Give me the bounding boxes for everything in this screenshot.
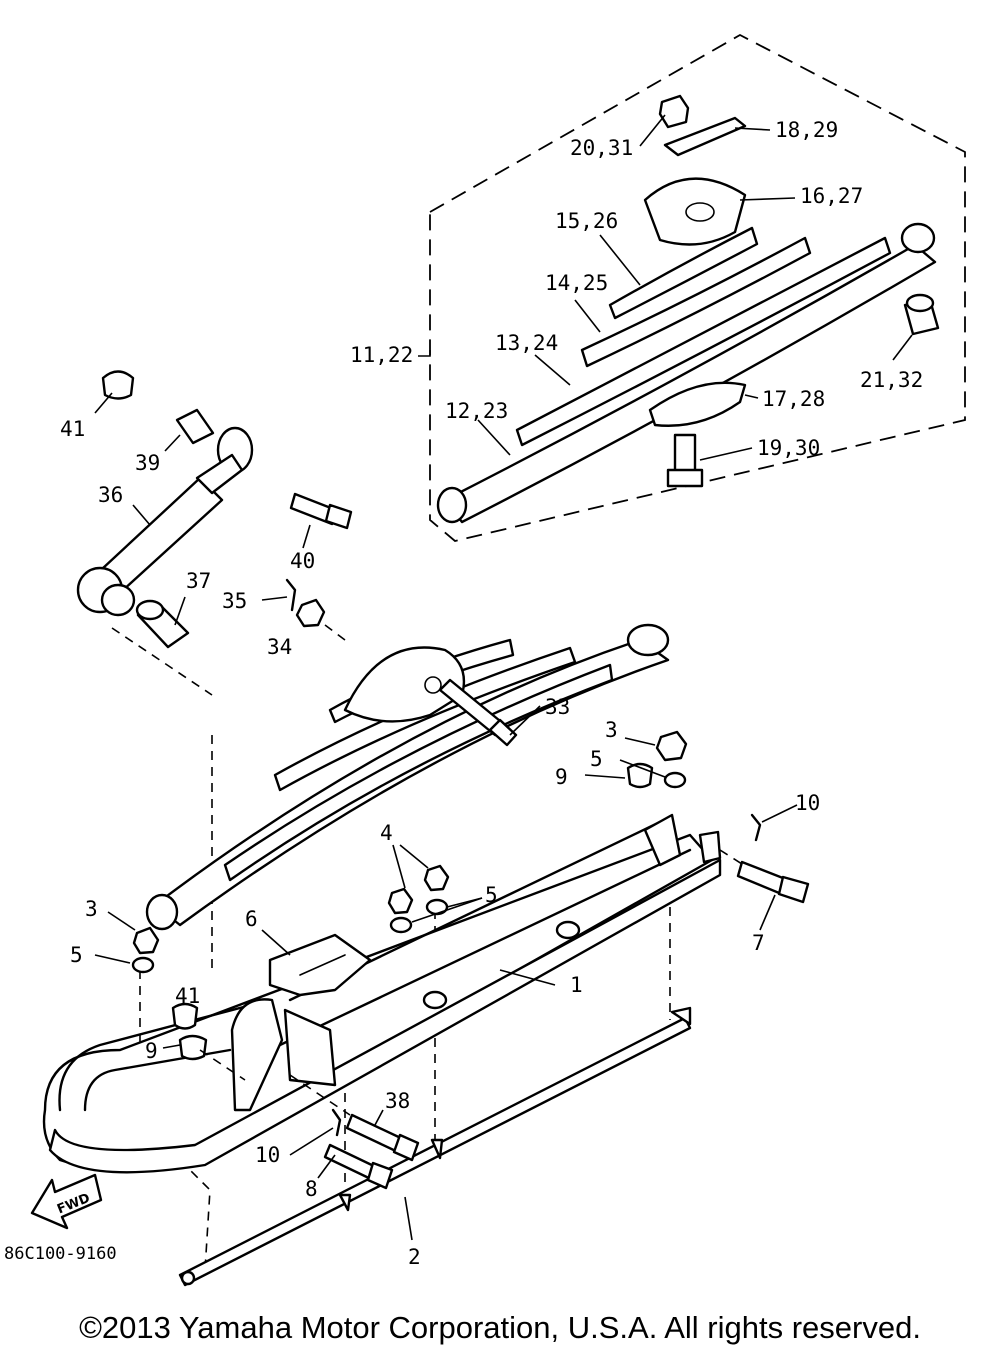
callout-10-right: 10 (795, 791, 820, 815)
callout-labels: 41 39 36 40 37 35 34 33 20,31 18,29 16,2… (4, 118, 923, 1269)
callout-40: 40 (290, 549, 315, 573)
callout-18-29: 18,29 (775, 118, 838, 142)
callout-41-left: 41 (175, 984, 200, 1008)
callout-19-30: 19,30 (757, 436, 820, 460)
ski-assembly-diagram: FWD (4, 33, 966, 1287)
callout-3-right: 3 (605, 718, 618, 742)
mounted-leaf-spring (145, 623, 670, 931)
callout-5-right: 5 (590, 747, 603, 771)
callout-13-24: 13,24 (495, 331, 558, 355)
callout-5-left: 5 (70, 943, 83, 967)
callout-12-23: 12,23 (445, 399, 508, 423)
copyright-notice: ©2013 Yamaha Motor Corporation, U.S.A. A… (79, 1310, 921, 1345)
callout-36: 36 (98, 483, 123, 507)
callout-3-left: 3 (85, 897, 98, 921)
callout-11-22: 11,22 (350, 343, 413, 367)
ski-body (42, 813, 722, 1271)
callout-15-26: 15,26 (555, 209, 618, 233)
callout-1: 1 (570, 973, 583, 997)
drawing-code: 86C100-9160 (4, 1244, 117, 1264)
leaf-spring-detail-box (429, 33, 966, 542)
shock-absorber-group (76, 370, 353, 975)
callout-35: 35 (222, 589, 247, 613)
callout-41: 41 (60, 417, 85, 441)
callout-4: 4 (380, 821, 393, 845)
callout-37: 37 (186, 569, 211, 593)
callout-9-right: 9 (555, 765, 568, 789)
callout-20-31: 20,31 (570, 136, 633, 160)
callout-21-32: 21,32 (860, 368, 923, 392)
callout-9-left: 9 (145, 1039, 158, 1063)
callout-14-25: 14,25 (545, 271, 608, 295)
callout-34: 34 (267, 635, 292, 659)
callout-17-28: 17,28 (762, 387, 825, 411)
leader-lines (94, 114, 913, 1241)
leaf-spring-stack-detail (436, 94, 940, 524)
callout-2: 2 (408, 1245, 421, 1269)
callout-33: 33 (545, 695, 570, 719)
callout-6: 6 (245, 907, 258, 931)
callout-39: 39 (135, 451, 160, 475)
ski-runner (178, 1006, 692, 1287)
forward-arrow-icon: FWD (30, 1173, 103, 1230)
callout-16-27: 16,27 (800, 184, 863, 208)
callout-5-middle: 5 (485, 883, 498, 907)
callout-10-left: 10 (255, 1143, 280, 1167)
callout-8: 8 (305, 1177, 318, 1201)
callout-38: 38 (385, 1089, 410, 1113)
callout-7: 7 (752, 931, 765, 955)
